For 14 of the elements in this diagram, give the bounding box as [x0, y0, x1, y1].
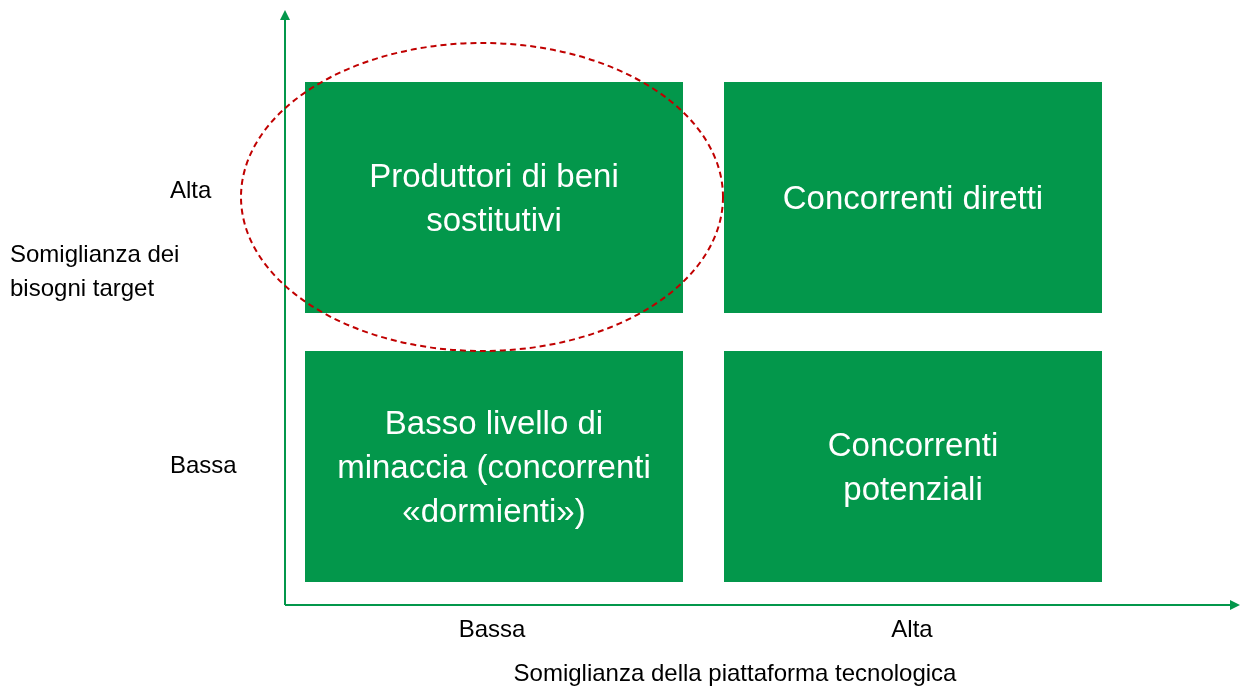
- axis-level-label: Bassa: [457, 614, 527, 644]
- x-axis-title: Somiglianza della piattaforma tecnologica: [512, 658, 958, 688]
- axis-level-label: Alta: [890, 614, 934, 644]
- quadrant-box: [724, 82, 1102, 313]
- quadrant-box: [305, 351, 683, 582]
- quadrant-label: Concorrenti potenziali: [826, 424, 1000, 509]
- quadrant-label: Produttori di beni sostitutivi: [368, 155, 620, 240]
- axis-level-label: Alta: [170, 175, 213, 205]
- quadrant-label: Basso livello di minaccia (concorrenti «dormienti»): [336, 402, 652, 531]
- y-axis-title: Somiglianza dei bisogni target: [10, 239, 181, 303]
- quadrant-label: Concorrenti diretti: [782, 177, 1044, 218]
- quadrant-box: [724, 351, 1102, 582]
- highlight-ellipse: [240, 42, 724, 352]
- axis-level-label: Bassa: [170, 450, 238, 480]
